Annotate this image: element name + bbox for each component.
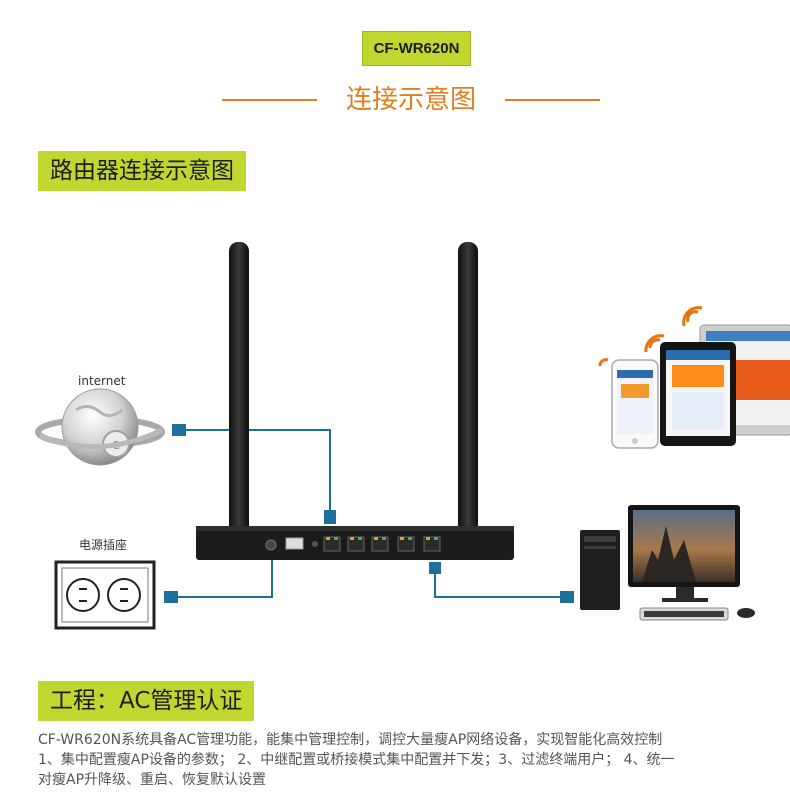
description-line: 1、集中配置瘦AP设备的参数； 2、中继配置或桥接模式集中配置并下发；3、过滤终… [38, 752, 675, 768]
section-title-ac-management: 工程：AC管理认证 [38, 681, 255, 721]
page-title: 连接示意图 [345, 85, 476, 115]
internet-globe-icon: e [35, 388, 165, 466]
power-socket-icon [54, 560, 156, 630]
title-line-right [505, 99, 600, 101]
model-badge: CF-WR620N [362, 31, 471, 66]
power-socket-label: 电源插座 [79, 537, 127, 552]
internet-label: internet [78, 374, 126, 388]
description-line: CF-WR620N系统具备AC管理功能，能集中管理控制，调控大量瘦AP网络设备，… [38, 732, 663, 748]
model-name: CF-WR620N [373, 40, 460, 57]
smartphone-icon [611, 359, 659, 449]
power-cable [178, 556, 273, 598]
title-line-left [222, 99, 317, 101]
wifi-signal-icon [598, 306, 703, 367]
router-device-icon [196, 526, 514, 560]
tablet-icon [660, 342, 736, 446]
lan-cable [434, 572, 560, 598]
wan-cable [186, 429, 331, 510]
section-title-router-diagram: 路由器连接示意图 [38, 151, 246, 191]
main-title-row: 连接示意图 [222, 82, 600, 118]
desktop-computer-icon [580, 505, 755, 621]
cable-connectors [164, 424, 574, 603]
description-line: 对瘦AP升降级、重启、恢复默认设置 [38, 772, 267, 788]
description-text: CF-WR620N系统具备AC管理功能，能集中管理控制，调控大量瘦AP网络设备，… [38, 730, 758, 790]
router-antennas [229, 242, 478, 542]
connection-diagram: e internet 电源插座 [35, 242, 790, 630]
